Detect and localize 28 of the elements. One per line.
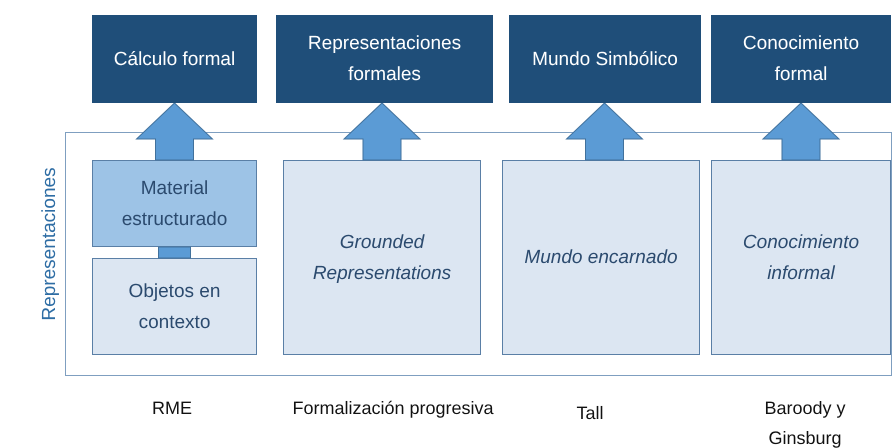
box-text: Objetos en contexto bbox=[128, 280, 222, 334]
framework-label: Formalización progresiva bbox=[291, 397, 495, 420]
connector-bar bbox=[158, 246, 191, 258]
block-arrow bbox=[342, 102, 422, 160]
formal-box bbox=[92, 15, 257, 103]
box-text: Grounded Representations bbox=[312, 230, 452, 286]
concept-box bbox=[502, 160, 700, 355]
box-text: Conocimiento informal bbox=[742, 230, 860, 286]
concept-box bbox=[283, 160, 481, 355]
block-arrow bbox=[762, 102, 840, 160]
block-arrow bbox=[565, 102, 644, 160]
box-text: Material estructurado bbox=[120, 176, 228, 232]
concept-box bbox=[711, 160, 891, 355]
box-text: Cálculo formal bbox=[112, 48, 236, 72]
formal-box bbox=[509, 15, 701, 103]
formal-box bbox=[711, 15, 891, 103]
framework-label: RME bbox=[151, 397, 193, 420]
concept-box bbox=[92, 258, 257, 355]
box-text: Conocimiento formal bbox=[742, 32, 860, 87]
formal-box bbox=[276, 15, 493, 103]
box-text: Mundo Simbólico bbox=[531, 48, 679, 72]
block-arrow bbox=[135, 102, 214, 160]
material-box bbox=[92, 160, 257, 247]
framework-label: Baroody y Ginsburg bbox=[763, 397, 847, 448]
box-text: Representaciones formales bbox=[306, 32, 462, 87]
framework-label: Tall bbox=[575, 402, 604, 425]
box-text: Mundo encarnado bbox=[523, 246, 679, 270]
axis-label: Representaciones bbox=[39, 166, 61, 323]
